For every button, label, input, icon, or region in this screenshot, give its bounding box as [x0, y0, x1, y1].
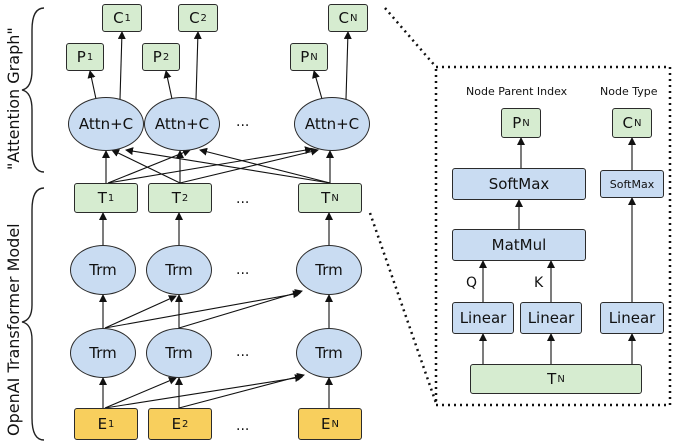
t-ellipsis: ... — [236, 191, 250, 207]
trm-upper-n: Trm — [296, 245, 362, 295]
attn-ellipsis: ... — [236, 114, 250, 130]
arrow-29 — [178, 372, 305, 409]
attention-brace — [21, 7, 45, 173]
attn-node-n: Attn+C — [294, 97, 370, 151]
arrow-12 — [179, 147, 319, 184]
arrow-14 — [199, 147, 331, 184]
trm-lower-n: Trm — [296, 328, 362, 378]
k-label: K — [534, 275, 544, 291]
arrow-5 — [343, 31, 352, 100]
q-label: Q — [466, 275, 478, 291]
trm-upper-2: Trm — [146, 245, 212, 295]
arrow-22 — [104, 290, 301, 329]
arrow-23 — [178, 289, 303, 329]
arrow-3 — [193, 31, 202, 100]
arrow-28 — [104, 374, 303, 409]
dotted-connector-top — [384, 7, 437, 68]
dotted-connector-bottom — [368, 212, 438, 404]
arrow-13 — [125, 147, 331, 184]
arrow-1 — [117, 31, 126, 100]
softmax-box: SoftMax — [452, 168, 586, 200]
arrow-9 — [107, 148, 191, 184]
linear-k-box: Linear — [520, 302, 582, 334]
trm-upper-ellipsis: ... — [236, 262, 250, 278]
trm-upper-1: Trm — [70, 245, 136, 295]
attn-node-1: Attn+C — [68, 97, 144, 151]
linear-type-box: Linear — [600, 302, 664, 334]
linear-q-box: Linear — [452, 302, 514, 334]
attn-node-2: Attn+C — [144, 97, 220, 151]
trm-lower-1: Trm — [70, 328, 136, 378]
attention-graph-label: "Attention Graph" — [4, 27, 23, 170]
e-ellipsis: ... — [236, 418, 250, 434]
arrow-4 — [312, 70, 323, 100]
trm-lower-2: Trm — [146, 328, 212, 378]
softmax-small-box: SoftMax — [600, 170, 664, 198]
arrow-10 — [107, 146, 313, 184]
arrow-21 — [104, 295, 177, 329]
arrow-2 — [163, 70, 173, 100]
header-node-type: Node Type — [600, 85, 658, 98]
transformer-model-label: OpenAI Transformer Model — [4, 223, 23, 436]
trm-lower-ellipsis: ... — [236, 344, 250, 360]
arrow-0 — [87, 70, 97, 100]
detail-panel-border — [434, 65, 672, 407]
matmul-box: MatMul — [452, 229, 586, 261]
arrow-11 — [111, 149, 181, 184]
header-node-parent-index: Node Parent Index — [466, 85, 568, 98]
transformer-brace — [21, 187, 45, 441]
arrow-27 — [104, 377, 177, 409]
